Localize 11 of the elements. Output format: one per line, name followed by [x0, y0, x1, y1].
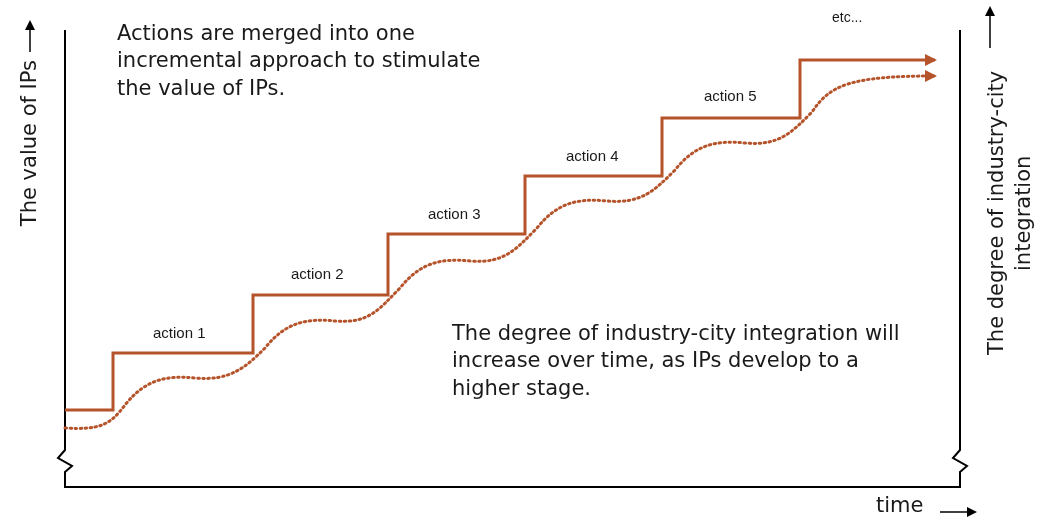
step-label: etc...: [832, 8, 863, 27]
note-text: Actions are merged into one incremental approach to stimulate the value of IPs.: [117, 20, 482, 102]
step-label: action 4: [566, 146, 619, 166]
step-label: action 1: [153, 323, 206, 343]
step-label: action 5: [704, 86, 757, 106]
note-text: The degree of industry-city integration will increase over time, as IPs develop to a higher stage.: [452, 320, 901, 402]
axis-title: time: [876, 492, 924, 519]
axis-title: The degree of industry-city integration: [983, 69, 1037, 358]
axis-title: The value of IPs: [16, 60, 42, 227]
step-label: action 3: [428, 204, 481, 224]
step-label: action 2: [291, 264, 344, 284]
